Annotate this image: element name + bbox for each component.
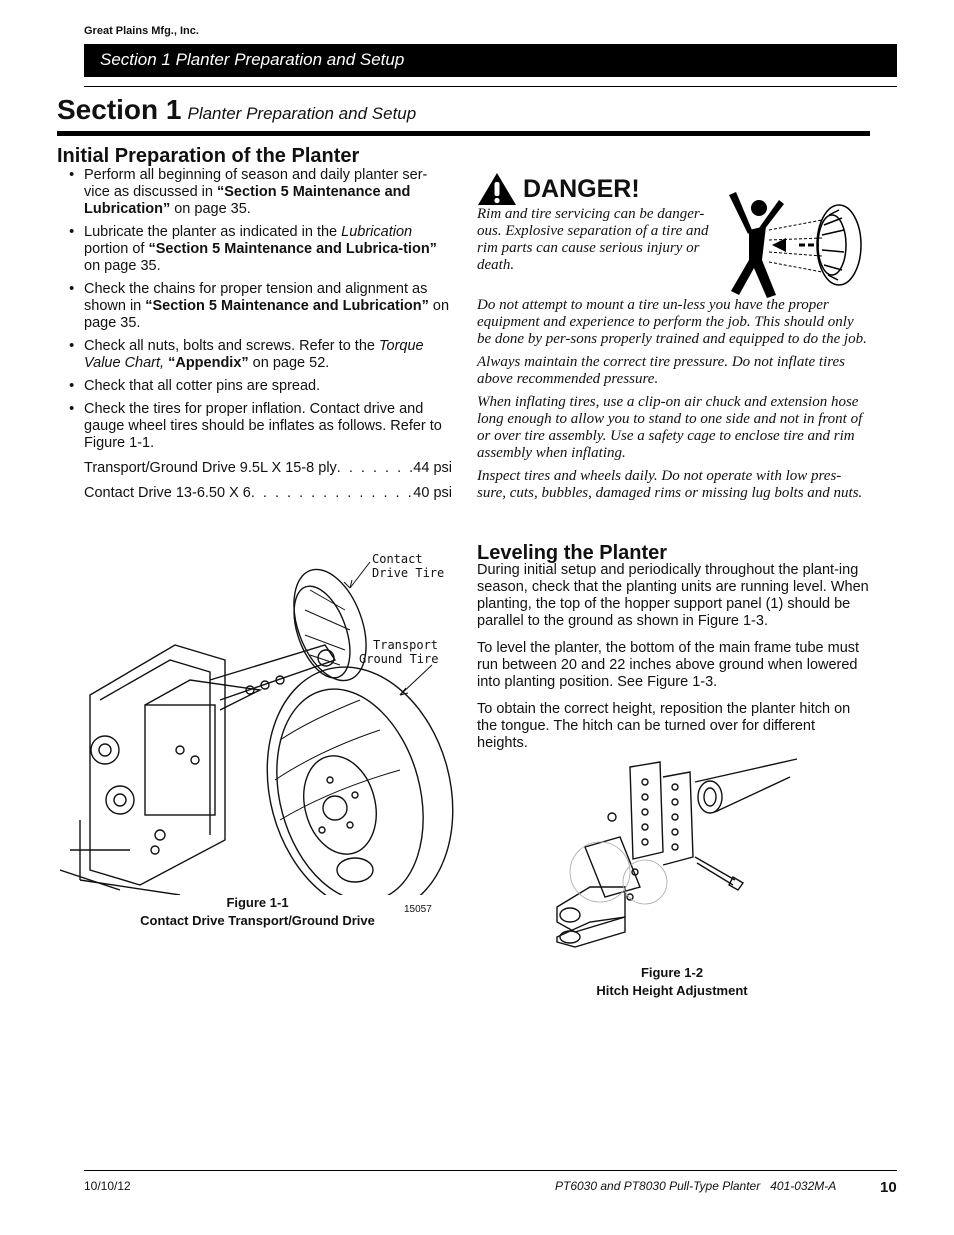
preparation-list: Perform all beginning of season and dail…: [57, 167, 452, 452]
list-item: Lubricate the planter as indicated in th…: [57, 224, 452, 275]
page-title-sub: Planter Preparation and Setup: [187, 104, 417, 123]
callout-transport-ground-tire: Ground Tire: [359, 652, 438, 666]
figure-2-caption: Figure 1-2 Hitch Height Adjustment: [596, 965, 748, 998]
leveling-paragraph: During initial setup and periodically th…: [477, 562, 869, 629]
tire-explosion-pictogram: [729, 192, 862, 298]
figure-hitch-illustration: [556, 758, 798, 948]
list-item: Check the chains for proper tension and …: [57, 281, 452, 332]
page-title: Section 1 Planter Preparation and Setup: [57, 94, 416, 126]
leveling-section: Leveling the Planter During initial setu…: [477, 542, 869, 762]
danger-text: Inspect tires and wheels daily. Do not o…: [477, 468, 863, 501]
initial-preparation-section: Initial Preparation of the Planter Perfo…: [57, 145, 452, 502]
footer-document-title: PT6030 and PT8030 Pull-Type Planter 401-…: [555, 1179, 837, 1193]
callout-transport-ground-tire: Transport: [373, 638, 438, 652]
leveling-paragraph: To level the planter, the bottom of the …: [477, 640, 860, 690]
tire-pressure-spec: Transport/Ground Drive 9.5L X 15-8 ply .…: [84, 460, 452, 476]
figure-number: 15057: [404, 904, 432, 915]
page-title-main: Section 1: [57, 94, 182, 125]
danger-title: DANGER!: [523, 174, 640, 203]
title-rule: [57, 131, 870, 136]
list-item: Check the tires for proper inflation. Co…: [57, 401, 452, 452]
danger-text: Do not attempt to mount a tire un-less y…: [477, 297, 867, 347]
page-number: 10: [880, 1179, 897, 1196]
section-header-bar: Section 1 Planter Preparation and Setup: [84, 44, 897, 77]
danger-text: Always maintain the correct tire pressur…: [477, 354, 846, 387]
header-rule: [84, 86, 897, 87]
danger-text: Rim and tire servicing can be danger-ous…: [477, 206, 709, 273]
list-item: Check all nuts, bolts and screws. Refer …: [57, 338, 452, 372]
danger-text: When inflating tires, use a clip-on air …: [477, 394, 863, 461]
warning-triangle-icon: [478, 173, 516, 205]
section-header-text: Section 1 Planter Preparation and Setup: [100, 50, 405, 69]
figure-drive-tires-illustration: Contact Drive Tire Transport Ground Tire: [60, 552, 454, 895]
footer-rule: [84, 1170, 897, 1171]
initial-preparation-heading: Initial Preparation of the Planter: [57, 145, 360, 167]
danger-header: DANGER!: [477, 172, 869, 206]
leveling-heading: Leveling the Planter: [477, 542, 668, 564]
callout-contact-drive-tire: Drive Tire: [372, 566, 444, 580]
danger-body: Do not attempt to mount a tire un-less y…: [477, 297, 869, 508]
list-item: Perform all beginning of season and dail…: [57, 167, 452, 218]
leveling-paragraph: To obtain the correct height, reposition…: [477, 701, 851, 751]
footer-date: 10/10/12: [84, 1179, 131, 1193]
danger-warning: DANGER! Rim and tire servicing can be da…: [477, 172, 869, 274]
tire-pressure-spec: Contact Drive 13-6.50 X 6 . . . . . . . …: [84, 485, 452, 501]
company-name: Great Plains Mfg., Inc.: [84, 25, 199, 37]
figure-1-caption: Figure 1-1 Contact Drive Transport/Groun…: [140, 895, 375, 928]
list-item: Check that all cotter pins are spread.: [57, 378, 452, 395]
callout-contact-drive-tire: Contact: [372, 552, 423, 566]
